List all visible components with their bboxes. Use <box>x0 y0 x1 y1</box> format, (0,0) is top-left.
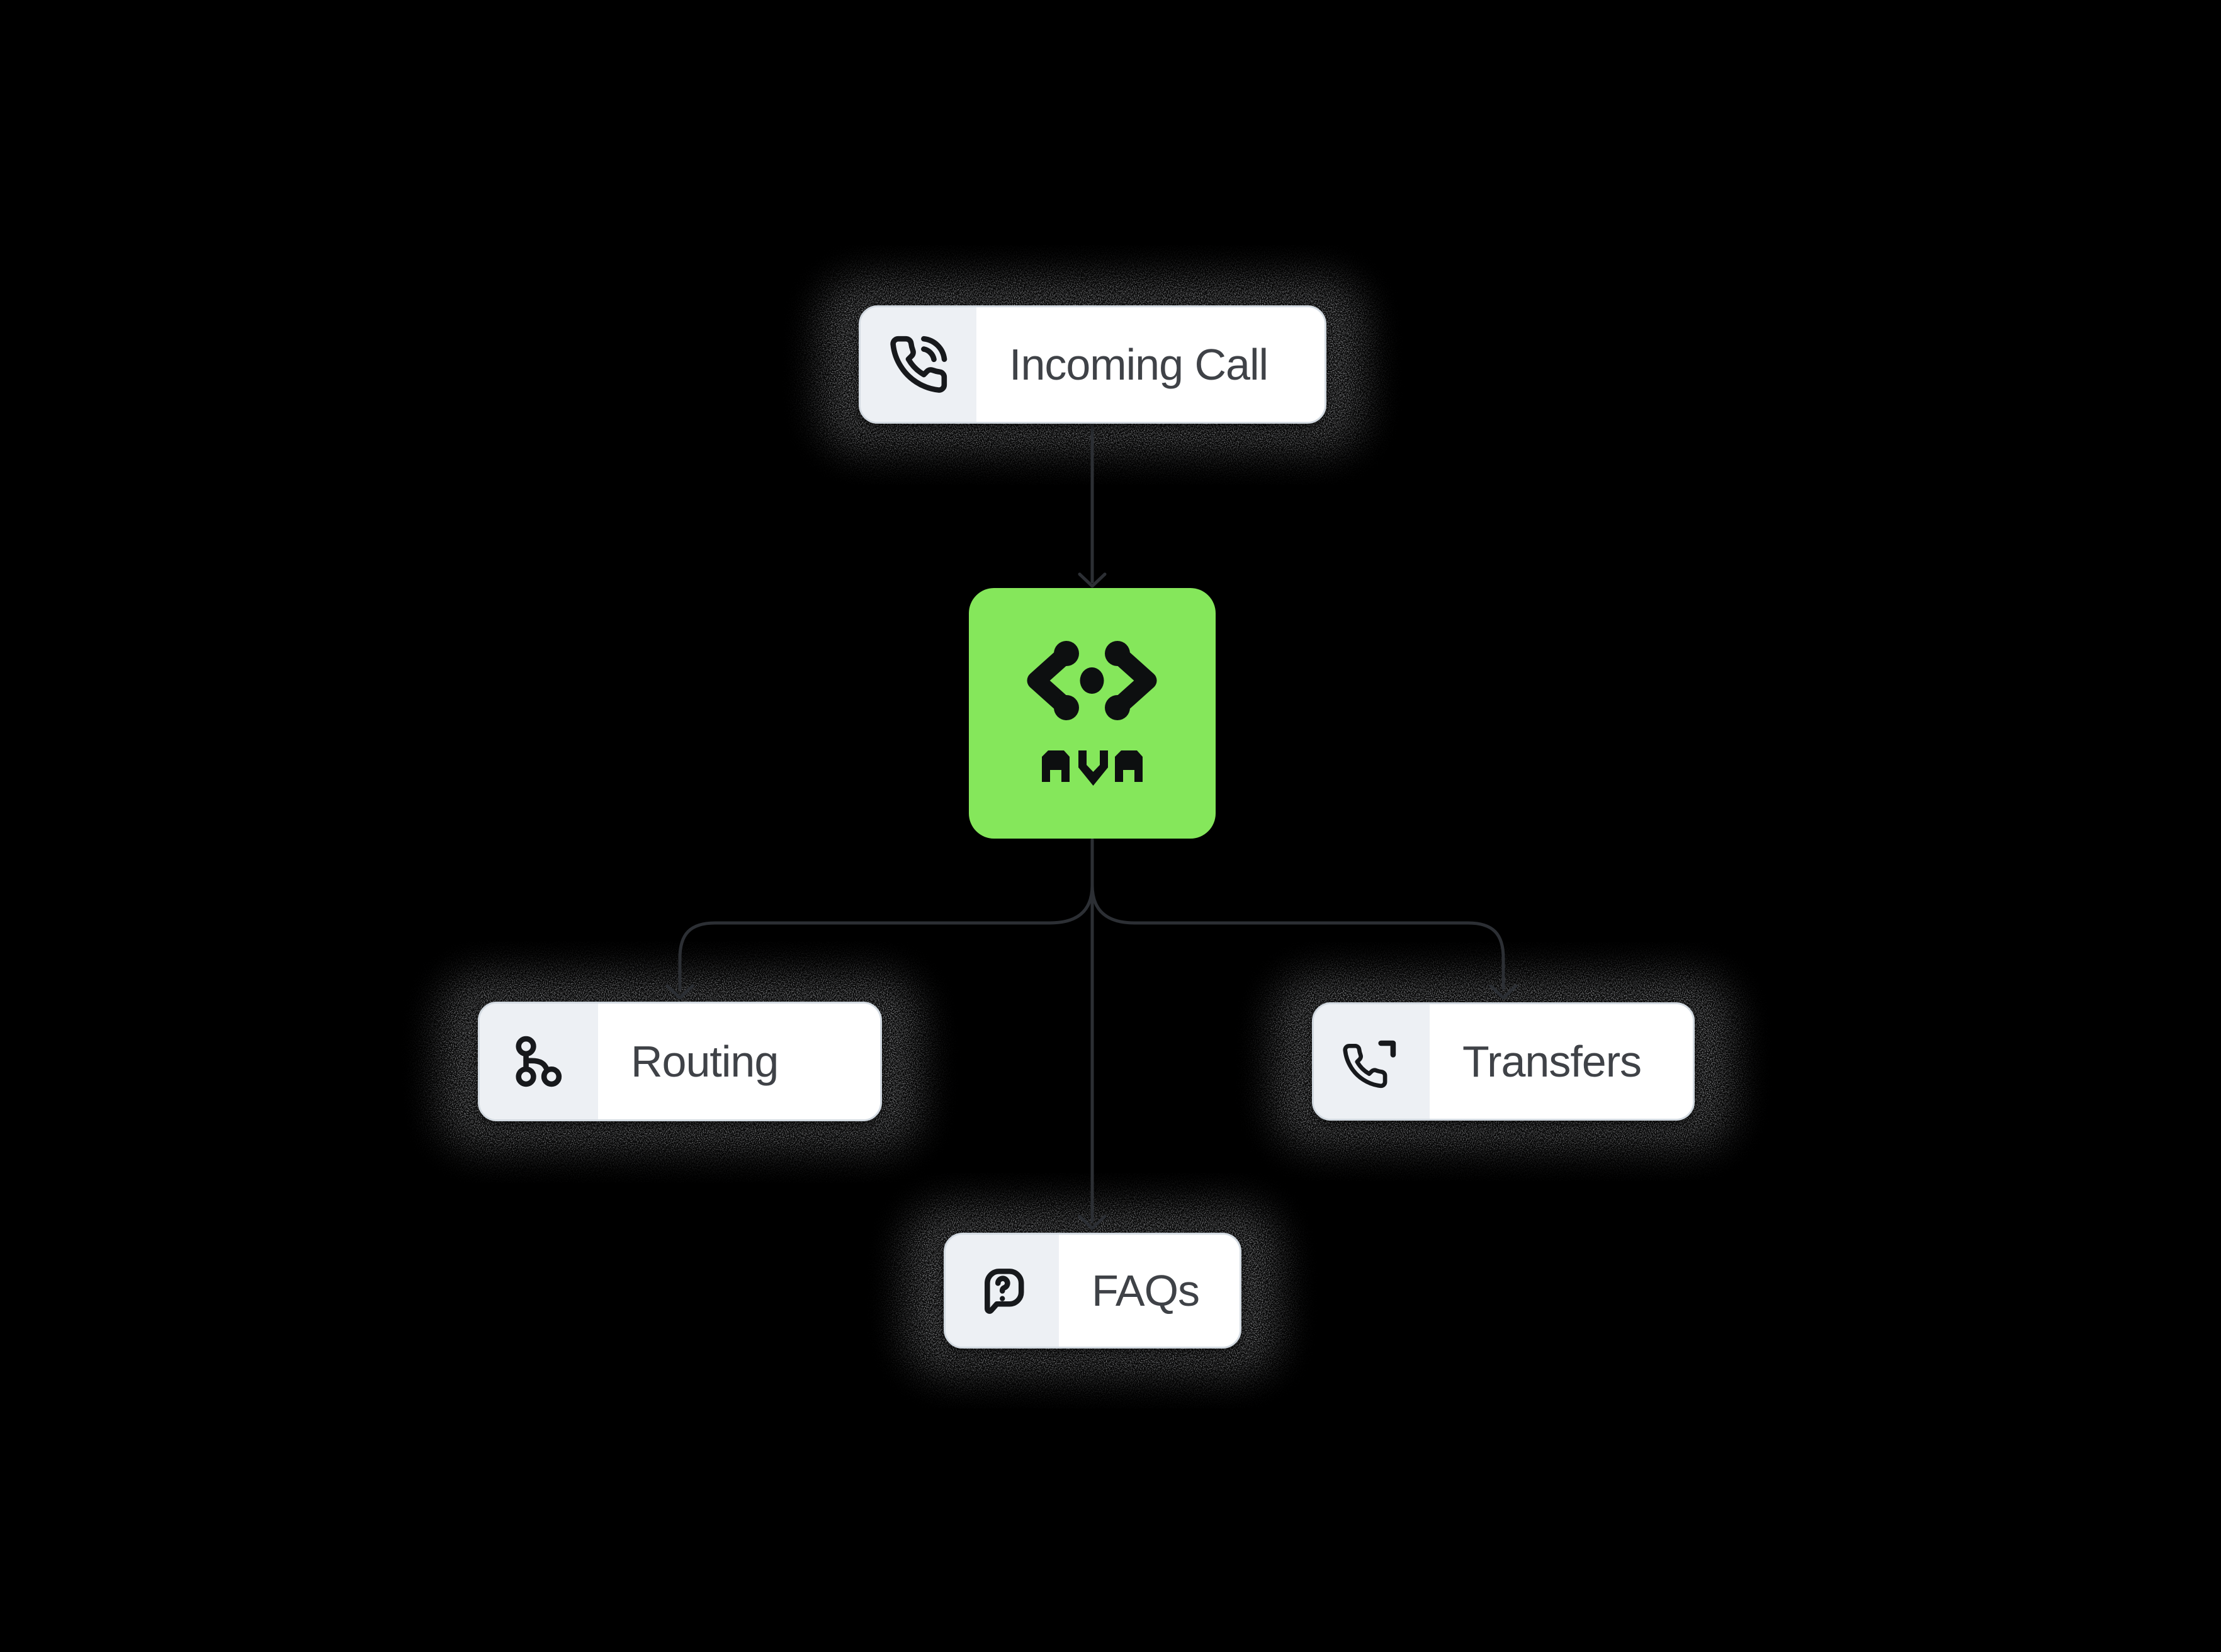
connector-ava-to-faqs <box>1078 838 1107 1230</box>
connector-ava-to-transfers <box>1090 838 1518 1000</box>
node-faqs: FAQs <box>944 1233 1241 1349</box>
connector-incoming-to-ava <box>1078 422 1107 588</box>
node-transfers-icon-section <box>1314 1004 1430 1119</box>
node-transfers-label: Transfers <box>1430 1004 1693 1119</box>
node-routing-icon-section <box>480 1004 598 1119</box>
node-incoming-call-icon-section <box>861 307 976 422</box>
node-incoming-call: Incoming Call <box>859 305 1326 424</box>
phone-call-icon <box>890 336 947 393</box>
arrowhead-down-icon <box>1078 572 1107 588</box>
ava-logo-text <box>1042 750 1143 786</box>
ava-agent-box <box>969 588 1216 839</box>
node-routing-label: Routing <box>598 1004 880 1119</box>
arrowhead-down-icon <box>1078 1214 1107 1230</box>
ava-logo-mark <box>1027 641 1157 720</box>
route-branch-icon <box>516 1036 562 1087</box>
arrowhead-down-icon <box>665 984 694 1000</box>
ava-logo <box>1027 641 1157 786</box>
connectors <box>665 422 1518 1230</box>
arrowhead-down-icon <box>1489 984 1518 1000</box>
phone-transfer-icon <box>1343 1040 1396 1089</box>
chat-question-icon <box>985 1269 1024 1314</box>
node-faqs-label: FAQs <box>1059 1235 1240 1347</box>
node-faqs-icon-section <box>946 1235 1059 1347</box>
node-routing: Routing <box>478 1002 882 1121</box>
node-transfers: Transfers <box>1312 1002 1695 1121</box>
connector-ava-to-routing <box>665 838 1094 1000</box>
node-incoming-call-label: Incoming Call <box>976 307 1325 422</box>
